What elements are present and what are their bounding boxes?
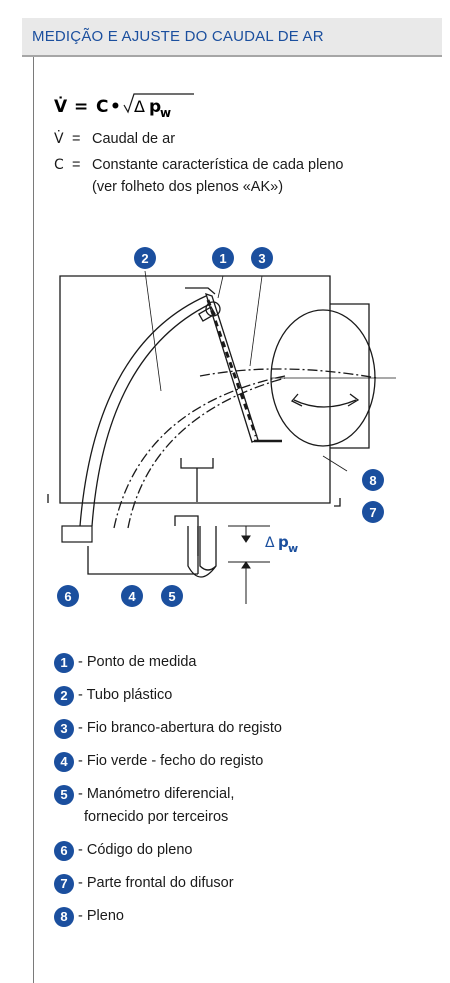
blade-top <box>185 287 216 295</box>
legend-text-continuation: fornecido por terceiros <box>84 809 229 825</box>
measurement-diagram: Δ p w 2 1 3 8 7 6 4 5 <box>40 236 400 621</box>
formula-eq: = <box>74 97 88 117</box>
diagram-badge-5 <box>161 585 183 607</box>
legend-badge: 6 <box>54 841 74 861</box>
plenum-drawing: Δ p w 2 1 3 8 7 6 4 5 <box>47 247 396 607</box>
dp-delta: Δ <box>265 535 275 551</box>
svg-text:7: 7 <box>369 505 376 520</box>
damper-hatch <box>206 299 258 437</box>
formula-delta: Δ <box>134 97 145 116</box>
tube-outer <box>91 303 211 527</box>
svg-text:2: 2 <box>141 251 148 266</box>
legend-badge: 3 <box>54 719 74 739</box>
formula-lhs: V̇ <box>54 96 68 117</box>
plenum-flanges <box>47 494 341 507</box>
diagram-badge-6 <box>57 585 79 607</box>
dp-p: p <box>278 533 289 551</box>
svg-text:6: 6 <box>64 589 71 604</box>
legend-badge: 4 <box>54 752 74 772</box>
diagram-badge-1 <box>212 247 234 269</box>
legend-badge: 8 <box>54 907 74 927</box>
formula-const: C <box>96 97 108 117</box>
legend-badge: 2 <box>54 686 74 706</box>
legend-badge: 5 <box>54 785 74 805</box>
diagram-badge-8 <box>362 469 384 491</box>
manometer-leads <box>87 526 199 575</box>
legend-text: - Ponto de medida <box>78 654 197 670</box>
white-wire <box>199 368 378 379</box>
svg-text:1: 1 <box>219 251 226 266</box>
diagram-badge-2 <box>134 247 156 269</box>
legend-text: - Fio verde - fecho do registo <box>78 753 264 769</box>
section-title: MEDIÇÃO E AJUSTE DO CAUDAL DE AR <box>32 28 324 45</box>
definition-text: Constante característica de cada pleno <box>92 157 344 173</box>
definition-symbol: C <box>54 157 64 173</box>
rotation-arrowheads <box>290 393 360 407</box>
definition-text: Caudal de ar <box>92 131 176 147</box>
formula-sub: w <box>160 106 171 120</box>
definition-row: V̇ = Caudal de ar <box>54 131 283 153</box>
legend-badge: 7 <box>54 874 74 894</box>
legend-text: - Pleno <box>78 908 124 924</box>
dp-sub: w <box>288 542 298 555</box>
legend-text: - Tubo plástico <box>78 687 173 703</box>
green-wire-2 <box>113 375 286 529</box>
section-header: MEDIÇÃO E AJUSTE DO CAUDAL DE AR <box>22 18 442 57</box>
legend-text: - Fio branco-abertura do registo <box>78 720 282 736</box>
definition-row: C = Constante característica de cada ple… <box>54 157 343 179</box>
flow-formula: V̇ = C • Δ p w <box>54 92 224 120</box>
sqrt-sign <box>123 93 194 114</box>
t-symbol <box>180 458 214 502</box>
formula-p: p <box>149 97 161 117</box>
measure-point <box>205 301 221 317</box>
definition-eq: = <box>72 131 81 147</box>
diagram-badge-3 <box>251 247 273 269</box>
svg-text:8: 8 <box>369 473 376 488</box>
formula-graphic: V̇ = C • Δ p w <box>54 93 194 120</box>
legend-text: - Código do pleno <box>78 842 193 858</box>
legend-text: - Parte frontal do difusor <box>78 875 234 891</box>
definition-eq: = <box>72 157 81 173</box>
manometer-tube <box>174 515 217 578</box>
definition-continuation: (ver folheto dos plenos «AK») <box>92 179 284 195</box>
left-rule <box>33 57 34 983</box>
plenum-code-label <box>61 525 93 543</box>
diagram-badge-4 <box>121 585 143 607</box>
svg-text:3: 3 <box>258 251 265 266</box>
formula-dot: • <box>110 97 121 117</box>
tube-inner <box>79 295 207 527</box>
diagram-badge-7 <box>362 501 384 523</box>
legend-text: - Manómetro diferencial, <box>78 786 235 802</box>
svg-text:5: 5 <box>168 589 175 604</box>
legend-badge: 1 <box>54 653 74 673</box>
rotation-arrow <box>293 399 357 408</box>
svg-text:4: 4 <box>128 589 136 604</box>
definition-symbol: V̇ <box>54 131 64 147</box>
plenum-box <box>59 275 331 504</box>
green-wire <box>127 377 286 529</box>
definitions: V̇ = Caudal de ar C = Constante caracter… <box>54 131 343 201</box>
measure-nozzle <box>198 306 216 322</box>
